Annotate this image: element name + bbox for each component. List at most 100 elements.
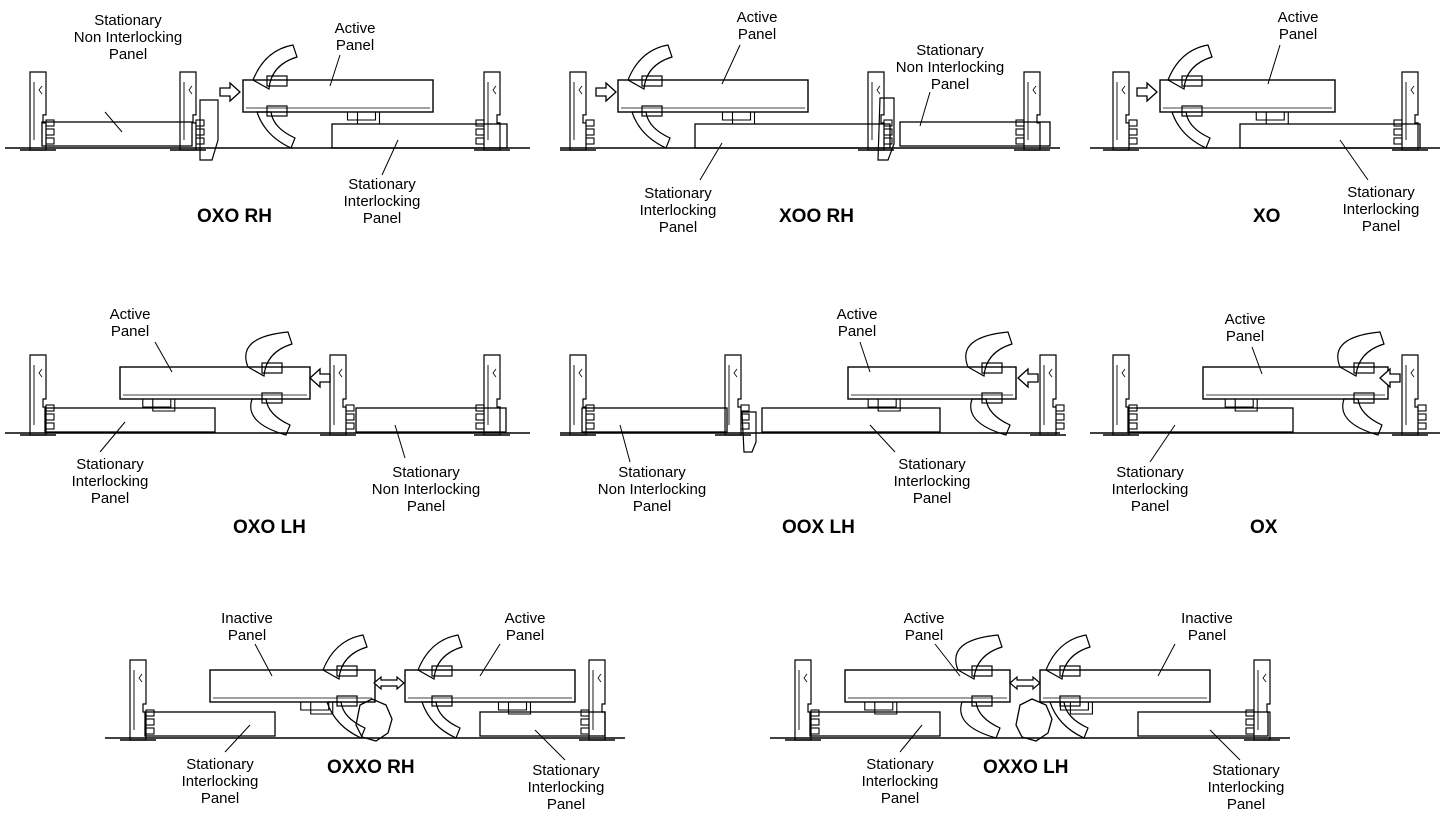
leader-line [479,643,501,677]
operator-mechanism [1181,75,1203,87]
stationary-panel [355,407,507,433]
wall-jamb [803,673,808,683]
jamb-fitting [1128,422,1138,430]
wall-jamb [1121,85,1126,95]
operator-mechanism [960,701,1001,739]
panel-hardware [721,112,756,125]
wall-jamb [794,659,812,741]
inactive-panel [1039,669,1211,703]
wall-jamb [569,354,587,436]
operator-mechanism [1045,634,1091,680]
wall-jamb [129,659,147,741]
panel-hardware [864,702,898,715]
label-active-panel: Active Panel [1224,311,1266,345]
active-panel [242,79,434,113]
wall-jamb [338,368,343,378]
wall-jamb [1262,673,1267,683]
label-stationary-interlocking: Stationary Interlocking Panel [861,756,939,807]
leader-line [699,142,723,181]
jamb-fitting [345,404,355,412]
wall-jamb [29,71,47,151]
leader-line [869,424,896,453]
label-stationary-non-interlocking: Stationary Non Interlocking Panel [597,464,707,515]
operator-mechanism [1337,331,1385,377]
jamb-fitting [740,404,750,412]
operator-mechanism [1353,392,1375,404]
wall-jamb [1410,368,1415,378]
operator-mechanism [421,701,461,739]
jamb-fitting [741,411,757,453]
operator-mechanism [981,392,1003,404]
stationary-panel [761,407,941,433]
wall-jamb [492,368,497,378]
jamb-fitting [1015,119,1025,127]
leader-line [859,341,871,373]
stationary-panel [899,121,1051,147]
operator-mechanism [971,695,993,707]
jamb-fitting [1128,128,1138,136]
operator-mechanism [1167,44,1213,90]
operator-mechanism [981,362,1003,374]
operator-mechanism [965,331,1013,377]
jamb-fitting [45,137,55,145]
operator-mechanism [261,392,283,404]
jamb-fitting [1055,404,1065,412]
jamb-fitting [475,413,485,421]
jamb-fitting [810,718,820,726]
label-stationary-non-interlocking: Stationary Non Interlocking Panel [895,42,1005,93]
wall-jamb [1410,85,1415,95]
operator-mechanism [417,634,463,680]
operator-mechanism [431,695,453,707]
panel-hardware [346,112,381,125]
label-stationary-interlocking: Stationary Interlocking Panel [1111,464,1189,515]
active-panel [119,366,311,400]
label-active-panel: Active Panel [836,306,878,340]
active-panel [847,366,1017,400]
active-panel [1202,366,1389,400]
leader-line [1209,729,1241,761]
operator-mechanism [1353,362,1375,374]
config-title-ox: OX [1250,517,1278,538]
operator-mechanism [326,701,366,739]
wall-jamb [179,71,197,151]
jamb-fitting [585,137,595,145]
leader-line [99,421,126,453]
operator-mechanism [955,634,1003,680]
operator-mechanism [1171,111,1211,149]
wall-jamb [1401,71,1419,151]
label-active-panel: Active Panel [1277,9,1319,43]
stationary-panel [581,407,728,433]
jamb-fitting [1393,137,1403,145]
wall-jamb [733,368,738,378]
label-stationary-non-interlocking: Stationary Non Interlocking Panel [73,12,183,63]
leader-line [899,724,923,753]
wall-jamb [1112,354,1130,436]
jamb-fitting [475,404,485,412]
panel-hardware [142,399,176,412]
wall-jamb [1048,368,1053,378]
label-stationary-interlocking: Stationary Interlocking Panel [1342,184,1420,235]
wall-jamb [138,673,143,683]
jamb-fitting [1393,128,1403,136]
operator-mechanism [431,665,453,677]
wall-jamb [569,71,587,151]
double-headed-arrow-icon [373,675,405,691]
label-inactive-panel: Inactive Panel [221,610,273,644]
stationary-panel [144,711,276,737]
operator-mechanism [256,111,296,149]
panel-hardware [1255,112,1289,125]
operator-mechanism [1049,701,1089,739]
leader-line [1267,44,1281,85]
label-active-panel: Active Panel [504,610,546,644]
label-stationary-interlocking: Stationary Interlocking Panel [71,456,149,507]
config-title-oox-lh: OOX LH [782,517,855,538]
operator-mechanism [1342,398,1383,436]
leader-line [1149,424,1176,463]
active-panel [404,669,576,703]
jamb-fitting [580,718,590,726]
operator-mechanism [971,665,993,677]
jamb-fitting [740,422,750,430]
label-active-panel: Active Panel [109,306,151,340]
jamb-fitting [1128,119,1138,127]
label-active-panel: Active Panel [903,610,945,644]
